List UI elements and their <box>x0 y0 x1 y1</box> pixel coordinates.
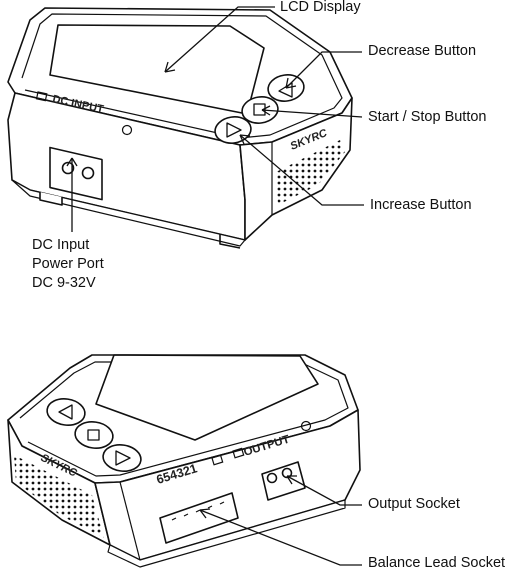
balance-pins <box>171 501 225 521</box>
callout-decrease-button: Decrease Button <box>368 43 477 59</box>
balance-lead-socket <box>159 492 239 544</box>
dc-input-minus-icon <box>35 91 48 102</box>
rear-arrow-left-icon <box>58 404 73 420</box>
dc-input-arrow <box>66 157 78 167</box>
dc-input-port <box>49 146 103 201</box>
output-arrow <box>286 475 297 485</box>
output-minus-icon <box>232 447 245 459</box>
lcd-screen-rear <box>95 354 319 441</box>
callout-start-stop-button: Start / Stop Button <box>368 109 487 125</box>
callout-increase-button: Increase Button <box>370 197 472 213</box>
front-bottom-edge <box>11 179 246 247</box>
decrease-arrow <box>285 77 297 89</box>
rear-button-1[interactable] <box>45 396 86 427</box>
rear-square-icon <box>87 429 100 441</box>
dc-pin-2 <box>81 166 95 180</box>
balance-leader <box>199 509 362 566</box>
decrease-leader <box>285 51 362 89</box>
callout-balance-lead-socket: Balance Lead Socket <box>368 555 506 571</box>
top-chamfer <box>21 13 343 139</box>
vent-grille-left <box>14 455 104 538</box>
device-bottom-view <box>7 354 361 568</box>
output-plus-icon <box>300 420 312 432</box>
foot-left <box>39 192 63 206</box>
callout-dc-input-line-1: DC Input <box>32 237 90 253</box>
callout-dc-input-line-2: Power Port <box>32 256 104 272</box>
start-stop-button[interactable] <box>240 95 279 126</box>
foot-right <box>219 234 241 249</box>
increase-leader <box>239 134 364 206</box>
increase-arrow-icon <box>226 122 242 138</box>
output-pin-1 <box>266 472 278 484</box>
top-chamfer-rear <box>19 361 349 477</box>
increase-arrow <box>239 134 251 145</box>
callout-dc-input-line-3: DC 9-32V <box>32 275 96 291</box>
rear-button-3[interactable] <box>101 442 142 473</box>
output-leader <box>286 475 362 506</box>
output-socket <box>261 461 306 501</box>
callout-lcd-display: LCD Display <box>280 0 361 15</box>
balance-arrow <box>199 508 211 519</box>
dc-pin-1 <box>61 161 75 175</box>
start-stop-leader <box>261 109 363 118</box>
decrease-arrow-icon <box>278 82 293 98</box>
rear-arrow-right-icon <box>115 450 131 466</box>
callout-lines <box>66 6 364 566</box>
lcd-arrow <box>164 61 176 73</box>
start-stop-square-icon <box>253 103 266 116</box>
rear-button-2[interactable] <box>73 419 114 450</box>
rear-edge-split <box>119 481 141 561</box>
balance-minus-icon <box>211 454 224 466</box>
vent-grille <box>276 140 345 205</box>
output-pin-2 <box>281 467 293 479</box>
lcd-screen <box>49 24 265 115</box>
device-top-view <box>7 7 353 249</box>
start-stop-arrow <box>261 105 271 116</box>
lcd-leader <box>164 6 275 73</box>
side-edge <box>239 142 273 215</box>
dc-input-plus-icon <box>121 124 133 136</box>
callout-output-socket: Output Socket <box>368 496 460 512</box>
